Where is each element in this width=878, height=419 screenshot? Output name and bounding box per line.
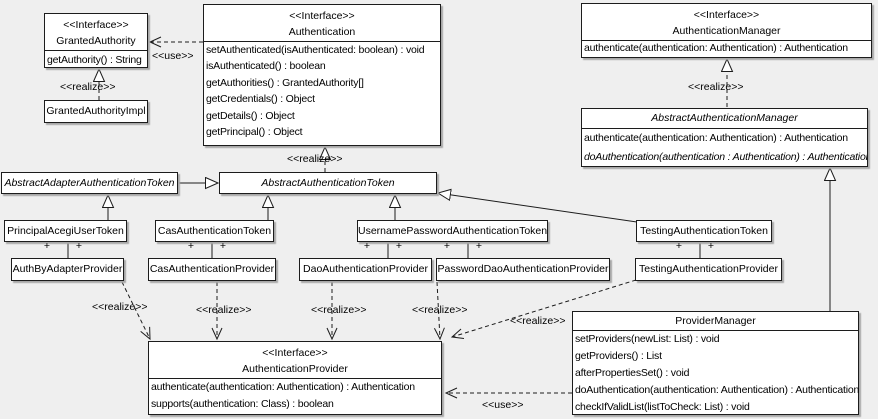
class-dao-authentication-provider: DaoAuthenticationProvider (299, 258, 432, 281)
method: doAuthentication(authentication: Authent… (575, 383, 860, 396)
class-testing-authentication-token: TestingAuthenticationToken (636, 220, 772, 242)
use-label: <<use>> (482, 399, 524, 411)
realize-label: <<realize>> (92, 301, 148, 313)
class-name: GrantedAuthority (56, 35, 136, 47)
methods-compartment: authenticate(authentication: Authenticat… (149, 378, 441, 413)
class-testing-authentication-provider: TestingAuthenticationProvider (635, 258, 782, 281)
association-plus: + (43, 240, 51, 252)
realize-edge-authbyadapterprovider (121, 281, 151, 341)
method: getCredentials() : Object (206, 93, 315, 106)
association-plus: + (707, 240, 715, 252)
method: getAuthorities() : GrantedAuthority[] (206, 76, 364, 89)
class-granted-authority: <<Interface>> GrantedAuthority getAuthor… (44, 13, 148, 68)
association-plus: + (675, 240, 683, 252)
method: checkIfValidList(listToCheck: List) : vo… (575, 400, 750, 413)
class-authentication: <<Interface>> Authentication setAuthenti… (203, 4, 441, 146)
class-name: DaoAuthenticationProvider (303, 263, 428, 275)
class-name: AuthenticationProvider (242, 363, 348, 375)
interface-stereotype: <<Interface>> (693, 9, 760, 21)
association-plus: + (219, 240, 227, 252)
class-title: <<Interface>> AuthenticationProvider (149, 342, 441, 378)
realize-label: <<realize>> (510, 315, 566, 327)
methods-compartment: authenticate(authentication: Authenticat… (582, 40, 871, 56)
method: afterPropertiesSet() : void (575, 366, 690, 379)
method: authenticate(authentication: Authenticat… (584, 132, 848, 144)
class-name: AbstractAuthenticationManager (651, 112, 798, 124)
class-name: TestingAuthenticationToken (640, 225, 768, 237)
interface-stereotype: <<Interface>> (262, 347, 328, 359)
method: authenticate(authentication: Authenticat… (151, 381, 415, 393)
association-plus: + (363, 240, 371, 252)
generalization-edge-testingtoken (438, 193, 638, 223)
association-plus: + (395, 240, 403, 252)
association-plus: + (187, 240, 195, 252)
abstract-method: doAuthentication(authentication : Authen… (584, 151, 868, 164)
association-plus: + (475, 240, 483, 252)
association-plus: + (443, 240, 451, 252)
class-name: CasAuthenticationToken (157, 225, 272, 237)
method: getProviders() : List (575, 349, 662, 362)
method: setAuthenticated(isAuthenticated: boolea… (206, 44, 425, 56)
association-plus: + (75, 240, 83, 252)
method: authenticate(authentication: Authenticat… (584, 42, 848, 54)
class-name: CasAuthenticationProvider (149, 263, 275, 275)
class-username-password-authentication-token: UsernamePasswordAuthenticationToken (357, 220, 548, 242)
realize-label: <<realize>> (311, 304, 367, 316)
class-abstract-authentication-manager: AbstractAuthenticationManager authentica… (581, 108, 868, 167)
methods-compartment: setAuthenticated(isAuthenticated: boolea… (204, 41, 440, 140)
class-title: <<Interface>> AuthenticationManager (582, 4, 871, 40)
class-cas-authentication-token: CasAuthenticationToken (155, 220, 274, 242)
class-auth-by-adapter-provider: AuthByAdapterProvider (11, 258, 124, 281)
methods-compartment: setProviders(newList: List) : void getPr… (573, 330, 860, 416)
realize-label: <<realize>> (287, 153, 343, 165)
class-cas-authentication-provider: CasAuthenticationProvider (148, 258, 276, 281)
realize-label: <<realize>> (196, 304, 252, 316)
realize-edge-passworddaoauthenticationprovider (433, 281, 445, 341)
methods-compartment: getAuthority() : String (45, 50, 147, 69)
class-name: Authentication (288, 26, 356, 38)
class-name: AbstractAuthenticationToken (261, 177, 395, 189)
class-provider-manager: ProviderManager setProviders(newList: Li… (572, 311, 859, 415)
interface-stereotype: <<Interface>> (63, 19, 129, 31)
class-name: AuthenticationManager (672, 25, 781, 37)
class-title: <<Interface>> GrantedAuthority (45, 14, 147, 50)
method: getDetails() : Object (206, 109, 295, 122)
realize-label: <<realize>> (60, 81, 116, 93)
class-abstract-adapter-authentication-token: AbstractAdapterAuthenticationToken (1, 172, 178, 194)
class-name: PrincipalAcegiUserToken (7, 225, 124, 237)
interface-stereotype: <<Interface>> (289, 10, 355, 22)
method: supports(authentication: Class) : boolea… (151, 398, 334, 410)
class-name: PasswordDaoAuthenticationProvider (437, 263, 609, 275)
method: isAuthenticated() : boolean (206, 60, 326, 73)
class-password-dao-authentication-provider: PasswordDaoAuthenticationProvider (436, 258, 610, 281)
class-name: ProviderManager (675, 315, 756, 327)
method: getPrincipal() : Object (206, 126, 303, 139)
class-name: AbstractAdapterAuthenticationToken (4, 177, 175, 189)
methods-compartment: authenticate(authentication: Authenticat… (582, 128, 868, 166)
realize-label: <<realize>> (688, 81, 744, 93)
class-principal-acegi-user-token: PrincipalAcegiUserToken (4, 220, 127, 242)
method: getAuthority() : String (47, 54, 142, 66)
use-label: <<use>> (152, 50, 194, 62)
class-title: AbstractAuthenticationManager (582, 109, 867, 128)
class-name: AuthByAdapterProvider (12, 263, 123, 275)
class-authentication-manager: <<Interface>> AuthenticationManager auth… (581, 3, 872, 58)
class-name: GrantedAuthorityImpl (46, 105, 146, 117)
class-granted-authority-impl: GrantedAuthorityImpl (44, 100, 148, 123)
class-title: <<Interface>> Authentication (204, 5, 440, 41)
class-name: TestingAuthenticationProvider (639, 263, 778, 275)
class-authentication-provider: <<Interface>> AuthenticationProvider aut… (148, 341, 442, 415)
class-title: ProviderManager (573, 312, 858, 330)
class-name: UsernamePasswordAuthenticationToken (358, 225, 548, 237)
method: setProviders(newList: List) : void (575, 333, 720, 345)
realize-label: <<realize>> (412, 304, 468, 316)
class-abstract-authentication-token: AbstractAuthenticationToken (219, 172, 437, 194)
